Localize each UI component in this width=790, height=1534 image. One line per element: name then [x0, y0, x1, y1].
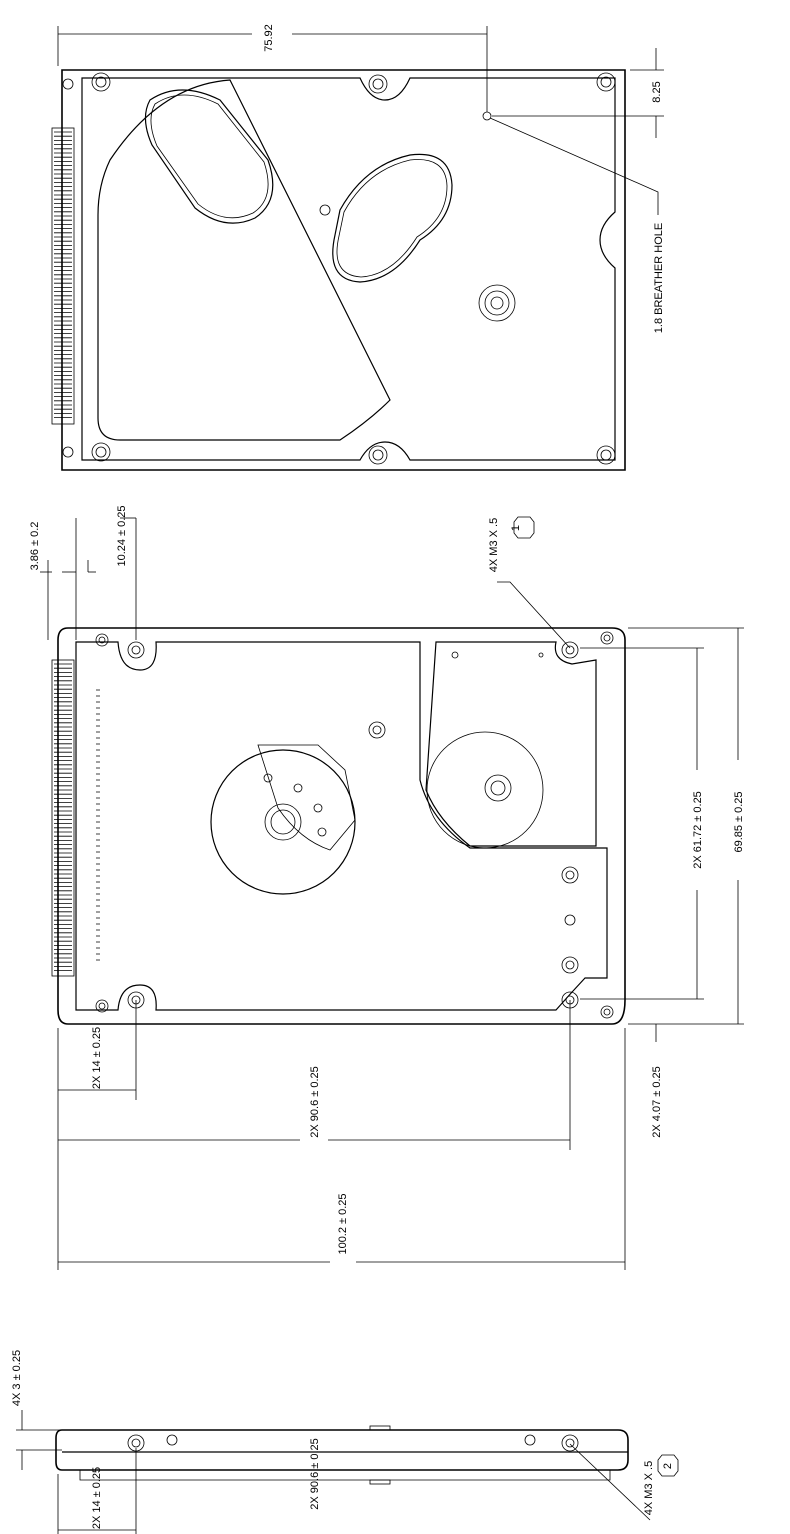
svg-text:1: 1	[510, 525, 522, 531]
motor-cover	[425, 641, 597, 847]
dim-8-25	[492, 48, 664, 138]
label-100-2: 100.2 ± 0.25	[337, 1193, 349, 1254]
dim-3	[16, 1410, 62, 1470]
dim-3-86	[40, 517, 137, 640]
label-14-mid: 2X 14 ± 0.25	[91, 1027, 103, 1089]
label-m3-bot: 4X M3 X .5	[643, 1461, 655, 1515]
pcb-outline	[75, 641, 608, 1011]
label-3: 4X 3 ± 0.25	[11, 1350, 23, 1406]
screw-mid-r3	[561, 956, 579, 974]
label-90-6-mid: 2X 90.6 ± 0.25	[309, 1066, 321, 1137]
platter-hub-mid	[210, 744, 356, 895]
m3-top-leader	[497, 581, 571, 649]
label-90-6-side: 2X 90.6 ± 0.25	[309, 1438, 321, 1509]
dim-75-92	[57, 26, 488, 112]
label-3-86: 3.86 ± 0.2	[29, 522, 41, 571]
recess-left	[144, 89, 274, 224]
dimension-labels: 75.92 8.25 1.8 BREATHER HOLE 3.86 ± 0.2 …	[11, 24, 745, 1529]
top-cover-frame	[81, 77, 616, 461]
screw-mid-center	[368, 721, 386, 739]
side-view-outline	[55, 1429, 629, 1471]
platter-cover	[97, 79, 391, 441]
screw-mid-r1	[561, 866, 579, 884]
connector-pins-mid	[51, 659, 75, 977]
label-61-72: 2X 61.72 ± 0.25	[692, 791, 704, 869]
label-8-25: 8.25	[651, 81, 663, 102]
label-69-85: 69.85 ± 0.25	[733, 791, 745, 852]
breather-leader	[489, 117, 659, 215]
svg-text:2: 2	[662, 1463, 674, 1469]
dim-14-mid	[57, 1000, 137, 1100]
mount-holes-side	[127, 1434, 579, 1452]
recess-right	[332, 153, 453, 283]
label-10-24: 10.24 ± 0.25	[116, 505, 128, 566]
breather-hole	[482, 111, 492, 121]
dim-69-85	[628, 627, 744, 1025]
note-tag-2: 2	[657, 1454, 679, 1477]
label-breather: 1.8 BREATHER HOLE	[653, 223, 665, 333]
dim-14-side	[57, 1448, 137, 1534]
label-14-side: 2X 14 ± 0.25	[91, 1467, 103, 1529]
note-tag-1: 1	[510, 516, 535, 539]
motor-mid	[426, 731, 544, 849]
dim-90-6-mid	[58, 1000, 571, 1150]
dim-61-72	[580, 647, 704, 1000]
mount-holes-mid	[95, 631, 614, 1019]
top-view-outline	[61, 69, 626, 471]
bottom-view	[40, 517, 744, 1270]
connector-pins-top	[51, 127, 75, 425]
label-4-07: 2X 4.07 ± 0.25	[651, 1066, 663, 1137]
dim-100-2	[57, 1028, 626, 1270]
m3-bot-leader	[569, 1443, 651, 1521]
top-view	[51, 26, 664, 471]
screws-top	[62, 72, 616, 465]
spindle-top	[478, 284, 516, 322]
bottom-view-outline	[57, 627, 626, 1025]
label-75-92: 75.92	[263, 24, 275, 52]
screw-mid-r2	[564, 914, 576, 926]
small-hole-top	[319, 204, 331, 216]
side-view	[16, 1410, 651, 1534]
label-m3-top: 4X M3 X .5	[488, 518, 500, 572]
